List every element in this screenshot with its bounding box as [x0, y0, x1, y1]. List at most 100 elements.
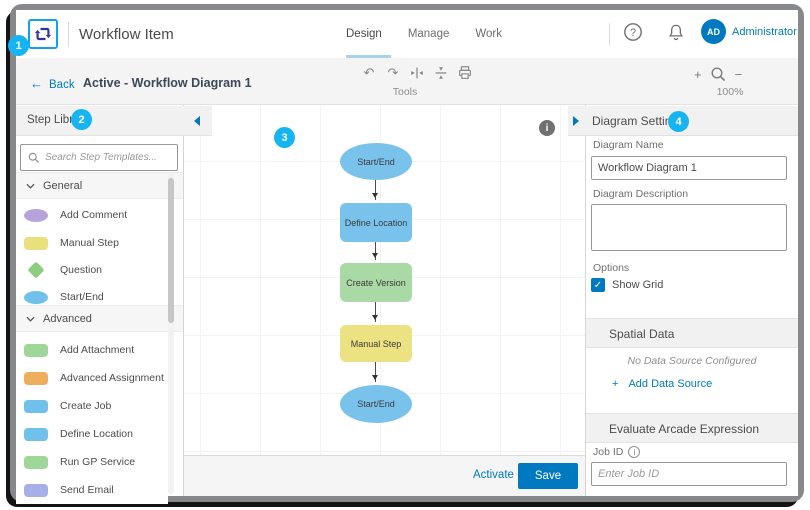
show-grid-label: Show Grid [612, 279, 664, 291]
main-tabs: Design Manage Work [346, 10, 502, 58]
section-general[interactable]: General [16, 172, 183, 199]
help-glyph: ? [630, 27, 636, 39]
node-start-end-bottom[interactable]: Start/End [340, 385, 412, 423]
connector-arrow [372, 180, 378, 200]
job-id-info-icon[interactable]: i [628, 446, 641, 458]
avatar[interactable]: AD [701, 19, 726, 44]
canvas-action-bar: Activate Save [184, 455, 585, 496]
step-library-header: Step Library [16, 106, 212, 136]
chevron-down-icon [26, 316, 35, 322]
chevron-down-icon [26, 183, 35, 189]
node-define-location[interactable]: Define Location [340, 203, 412, 242]
node-create-version[interactable]: Create Version [340, 263, 412, 302]
step-template-define-location[interactable]: Define Location [16, 420, 168, 448]
step-template-run-gp-service[interactable]: Run GP Service [16, 448, 168, 476]
workflow-manager-logo[interactable] [28, 19, 58, 49]
save-button[interactable]: Save [518, 463, 578, 489]
show-grid-checkbox[interactable]: ✓ Show Grid [591, 278, 663, 292]
redo-icon[interactable]: ↷ [387, 65, 399, 80]
search-icon [28, 152, 39, 163]
node-manual-step[interactable]: Manual Step [340, 325, 412, 362]
help-icon[interactable]: ? [623, 22, 643, 42]
tab-design[interactable]: Design [346, 28, 382, 40]
options-label: Options [593, 262, 630, 274]
page-title: Workflow Item [79, 26, 174, 43]
ellipse-shape-icon [24, 290, 48, 304]
step-template-question[interactable]: Question [16, 256, 168, 284]
diagram-settings-title: Diagram Settings [592, 114, 685, 128]
sidebar-scrollbar[interactable] [168, 172, 174, 494]
rounded-rect-shape-icon [24, 371, 48, 385]
zoom-controls: + − [694, 66, 742, 83]
tab-manage[interactable]: Manage [407, 28, 450, 40]
step-template-advanced-assignment[interactable]: Advanced Assignment [16, 364, 168, 392]
node-start-end-top[interactable]: Start/End [340, 143, 412, 180]
diagram-settings-panel: Diagram Name Diagram Description Options… [585, 105, 798, 496]
undo-icon[interactable]: ↶ [363, 65, 375, 80]
step-template-send-email[interactable]: Send Email [16, 476, 168, 504]
tab-work[interactable]: Work [475, 28, 502, 40]
info-icon[interactable]: i [539, 120, 555, 136]
print-icon[interactable] [456, 64, 474, 82]
job-id-input[interactable] [591, 462, 787, 486]
annotation-badge-2: 2 [71, 109, 92, 130]
active-tab-underline [346, 55, 391, 58]
add-data-source-link[interactable]: +Add Data Source [612, 378, 713, 390]
spatial-data-section-header: Spatial Data [586, 318, 798, 348]
rounded-rect-shape-icon [24, 343, 48, 357]
arcade-expression-section-header: Evaluate Arcade Expression [586, 413, 798, 443]
scrollbar-thumb[interactable] [168, 178, 174, 323]
job-id-label-row: Job ID i [593, 446, 641, 458]
distribute-vertical-icon[interactable] [432, 64, 450, 82]
rounded-rect-shape-icon [24, 236, 48, 250]
workflow-loop-icon [34, 27, 52, 41]
activate-button[interactable]: Activate [473, 469, 514, 481]
annotation-badge-3: 3 [274, 127, 295, 148]
header-divider [68, 22, 69, 47]
tools-group: ↶ ↷ [360, 64, 474, 82]
header-divider [609, 23, 610, 45]
tools-label: Tools [392, 86, 418, 98]
annotation-badge-1: 1 [8, 35, 29, 56]
diagram-description-input[interactable] [591, 204, 787, 251]
section-advanced[interactable]: Advanced [16, 305, 183, 332]
distribute-horizontal-icon[interactable] [408, 64, 426, 82]
connector-arrow [372, 302, 378, 322]
diagram-status-title: Active - Workflow Diagram 1 [83, 76, 252, 90]
search-input[interactable] [45, 152, 177, 163]
diamond-shape-icon [27, 261, 45, 279]
zoom-level: 100% [716, 86, 744, 98]
step-template-create-job[interactable]: Create Job [16, 392, 168, 420]
user-name[interactable]: Administrator [732, 26, 797, 38]
annotation-badge-4: 4 [668, 111, 689, 132]
diagram-description-label: Diagram Description [593, 188, 689, 200]
collapse-left-panel-icon[interactable] [194, 116, 200, 126]
step-template-add-comment[interactable]: Add Comment [16, 201, 168, 229]
job-id-label: Job ID [593, 446, 624, 458]
step-template-manual-step[interactable]: Manual Step [16, 229, 168, 257]
plus-icon: + [612, 378, 619, 390]
ellipse-shape-icon [24, 208, 48, 222]
connector-arrow [372, 242, 378, 260]
collapse-right-panel-icon[interactable] [573, 116, 579, 126]
zoom-in-icon[interactable]: + [694, 67, 702, 82]
step-template-add-attachment[interactable]: Add Attachment [16, 336, 168, 364]
rounded-rect-shape-icon [24, 483, 48, 497]
rounded-rect-shape-icon [24, 455, 48, 469]
magnifier-icon[interactable] [710, 66, 727, 83]
checkbox-check-icon: ✓ [591, 278, 605, 292]
diagram-name-input[interactable] [591, 156, 787, 180]
rounded-rect-shape-icon [24, 399, 48, 413]
rounded-rect-shape-icon [24, 427, 48, 441]
diagram-canvas[interactable]: i Start/End Define Location Create Versi… [184, 105, 585, 455]
app-window: Workflow Item Design Manage Work ? [8, 4, 804, 504]
diagram-toolbar: ←Back Active - Workflow Diagram 1 ↶ ↷ [16, 58, 798, 105]
notifications-bell-icon[interactable] [666, 22, 686, 42]
diagram-name-label: Diagram Name [593, 139, 664, 151]
app-header: Workflow Item Design Manage Work ? [16, 10, 798, 58]
zoom-out-icon[interactable]: − [734, 67, 743, 82]
back-button[interactable]: ←Back [30, 76, 75, 91]
connector-arrow [372, 362, 378, 382]
step-search-box[interactable] [20, 144, 178, 171]
